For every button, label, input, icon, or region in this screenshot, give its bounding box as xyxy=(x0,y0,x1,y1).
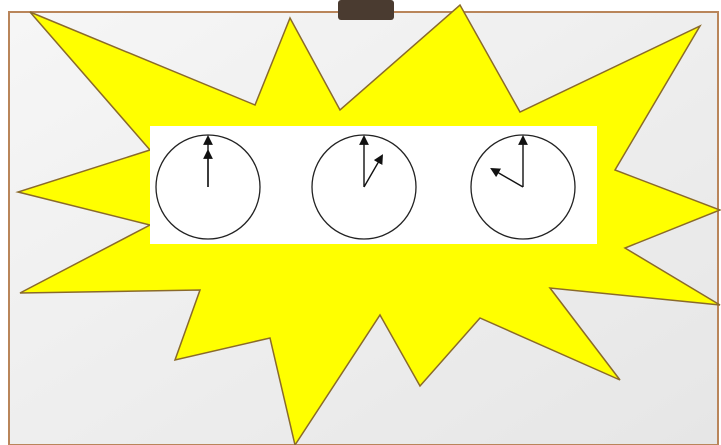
board-clip-icon xyxy=(338,0,394,20)
clock-one-oclock xyxy=(312,135,416,239)
clocks-group xyxy=(156,135,575,239)
clock-ten-oclock xyxy=(471,135,575,239)
clock-twelve-oclock xyxy=(156,135,260,239)
